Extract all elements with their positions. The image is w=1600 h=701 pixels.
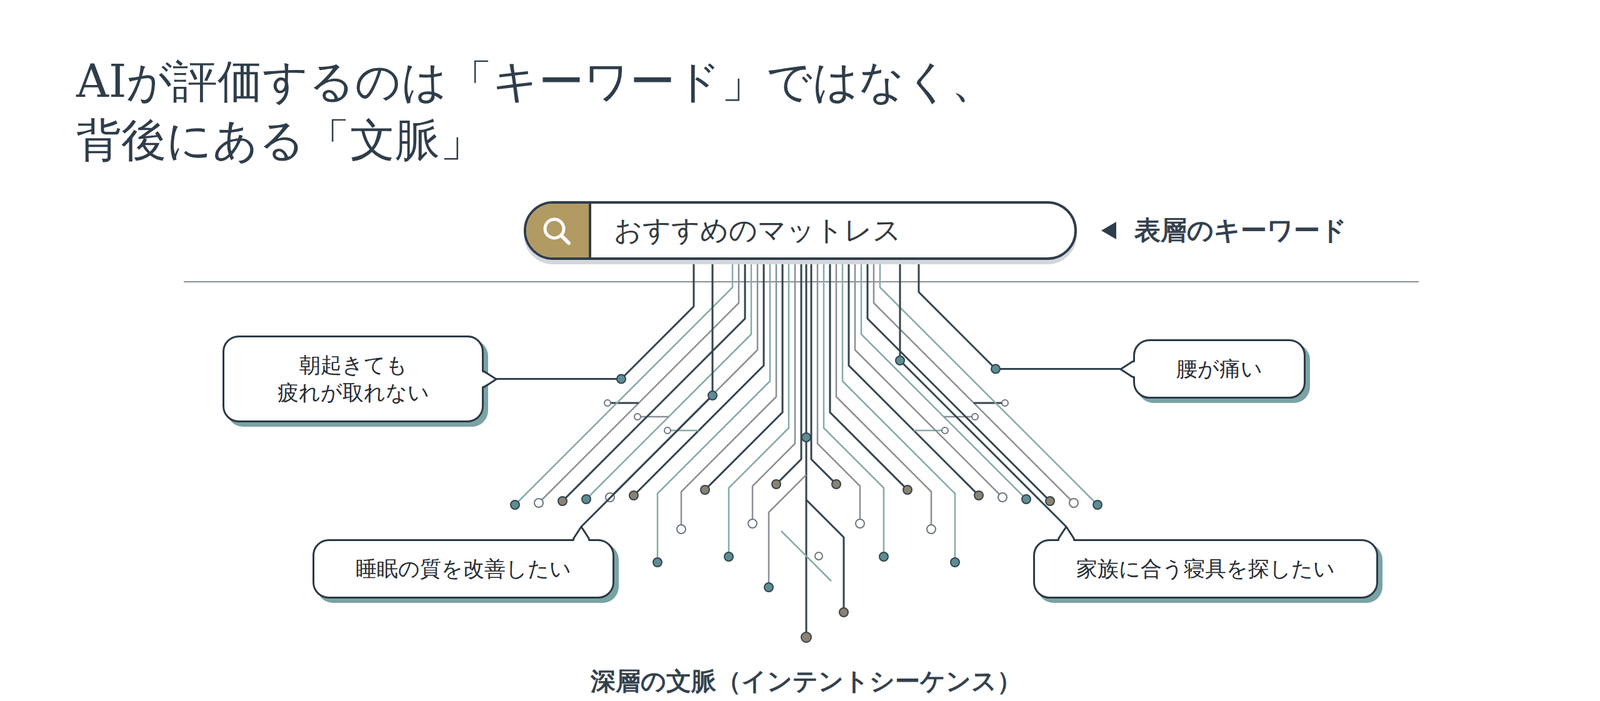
root-wire: [861, 260, 1027, 500]
wire-dot: [748, 519, 757, 529]
callout-text: 睡眠の質を改善したい: [354, 555, 573, 583]
wire-dot: [724, 552, 734, 562]
wire-dot: [558, 496, 567, 506]
wire-dot: [581, 495, 591, 504]
wire-dot: [653, 558, 662, 567]
wire-dot: [801, 433, 811, 442]
wire-dot: [1021, 495, 1031, 504]
callout-text: 腰が痛い: [1175, 355, 1264, 383]
wire-dot: [676, 525, 686, 534]
callout-pointer: [571, 526, 592, 544]
magnifier-handle: [561, 235, 569, 244]
connector-dot: [616, 375, 626, 384]
pointer-outline: [483, 371, 497, 388]
connector-dot: [895, 356, 905, 365]
pointer-outline: [1058, 526, 1075, 540]
wire-dot: [971, 413, 979, 420]
wire-dot: [950, 558, 960, 567]
root-wire: [670, 430, 699, 432]
pointer-outline: [1120, 361, 1134, 378]
wire-dot: [839, 608, 849, 617]
context-connector: [496, 260, 694, 380]
root-wire: [973, 402, 1002, 405]
wire-dot: [664, 427, 671, 434]
search-query: おすすめのマットレス: [613, 212, 902, 250]
pointer-fill: [1120, 360, 1138, 379]
root-wire: [805, 260, 808, 638]
root-wire: [610, 402, 639, 405]
wire-dot: [998, 493, 1007, 502]
wire-dot: [903, 485, 912, 495]
wire-dot: [974, 491, 984, 500]
root-wire: [640, 416, 669, 419]
callout-text: 家族に合う寝具を探したい: [1075, 555, 1337, 583]
wire-dot: [815, 552, 823, 560]
context-connector: [581, 260, 713, 527]
wire-dot: [879, 552, 889, 562]
wire-dot: [604, 400, 611, 407]
wire-dot: [1069, 498, 1079, 508]
wire-dot: [771, 480, 781, 489]
title: AIが評価するのは「キーワード」ではなく、 背後にある「文脈」: [76, 52, 1077, 170]
root-wire: [913, 430, 942, 432]
root-wire: [836, 260, 932, 530]
callout-pointer: [1056, 526, 1077, 544]
wire-dot: [1093, 500, 1102, 510]
connector-dot: [991, 365, 1000, 374]
wire-dot: [1001, 400, 1009, 407]
root-wire: [515, 260, 733, 505]
callout-text: 朝起きても 疲れが取れない: [265, 351, 441, 407]
wire-dot: [855, 519, 865, 529]
magnifier-icon: [526, 203, 589, 258]
wire-dot: [764, 583, 774, 592]
root-wire: [768, 475, 807, 588]
wire-dot: [801, 632, 812, 643]
callout-pointer: [479, 369, 497, 390]
speech-callout: 腰が痛い: [1133, 339, 1306, 399]
root-wire: [781, 531, 832, 582]
deep-context-label: 深層の文脈（インテントシーケンス）: [590, 665, 1022, 698]
wire-dot: [926, 525, 936, 534]
pointer-fill: [479, 370, 497, 389]
pointer-outline: [573, 526, 590, 540]
wire-dot: [534, 498, 544, 508]
wire-dot: [510, 500, 520, 510]
wire-dot: [634, 413, 641, 420]
root-wire: [880, 260, 1098, 505]
wire-dot: [831, 480, 841, 489]
callout-pointer: [1120, 359, 1138, 380]
speech-callout: 家族に合う寝具を探したい: [1033, 539, 1379, 599]
connector-dot: [708, 391, 717, 400]
wire-dot: [700, 485, 710, 495]
wire-dot: [941, 427, 949, 434]
wire-dot: [1045, 496, 1055, 506]
pointer-fill: [572, 526, 590, 544]
root-wire: [806, 500, 844, 613]
speech-callout: 睡眠の質を改善したい: [312, 539, 615, 599]
search-box: おすすめのマットレス: [523, 201, 1077, 260]
surface-label: 表層のキーワード: [1134, 213, 1347, 249]
wire-dot: [629, 491, 639, 500]
pointer-fill: [1057, 526, 1075, 544]
root-wire: [867, 260, 1050, 502]
root-wire: [562, 260, 745, 502]
speech-callout: 朝起きても 疲れが取れない: [222, 335, 484, 423]
root-wire: [681, 260, 777, 530]
pointer-triangle: [1101, 221, 1117, 240]
search-icon-segment: [526, 203, 592, 258]
context-connector: [918, 260, 1121, 370]
context-connector: [900, 260, 1067, 527]
